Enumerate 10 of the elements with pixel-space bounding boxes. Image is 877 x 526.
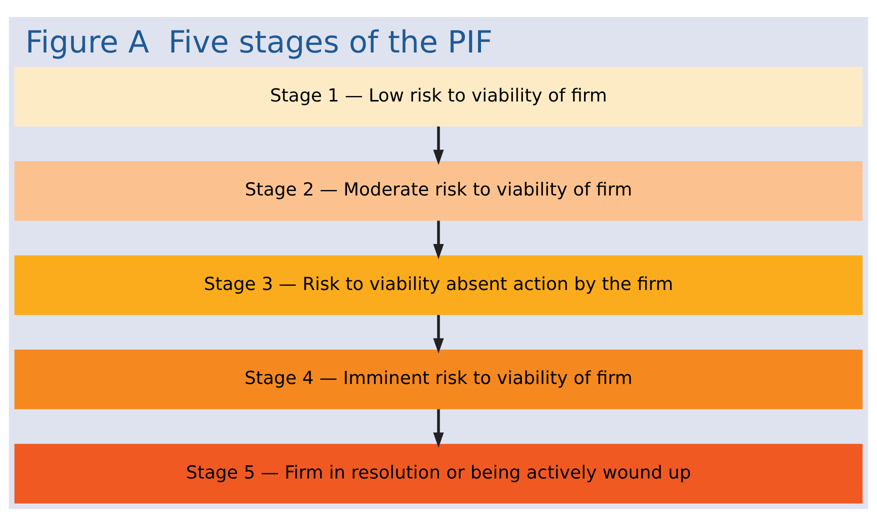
node-box: Stage 4 — Imminent risk to viability of firm [14,350,863,410]
arrow [433,409,444,448]
node-box: Stage 5 — Firm in resolution or being actively wound up [14,444,863,504]
arrow [433,220,444,260]
node-box: Stage 2 — Moderate risk to viability of firm [14,161,863,221]
node-box: Stage 3 — Risk to viability absent action by the firm [14,255,863,315]
arrow [433,126,444,165]
diagram-title: Figure A Five stages of the PIF [25,25,493,60]
arrow [433,315,444,354]
node-box: Stage 1 — Low risk to viability of firm [14,66,863,126]
